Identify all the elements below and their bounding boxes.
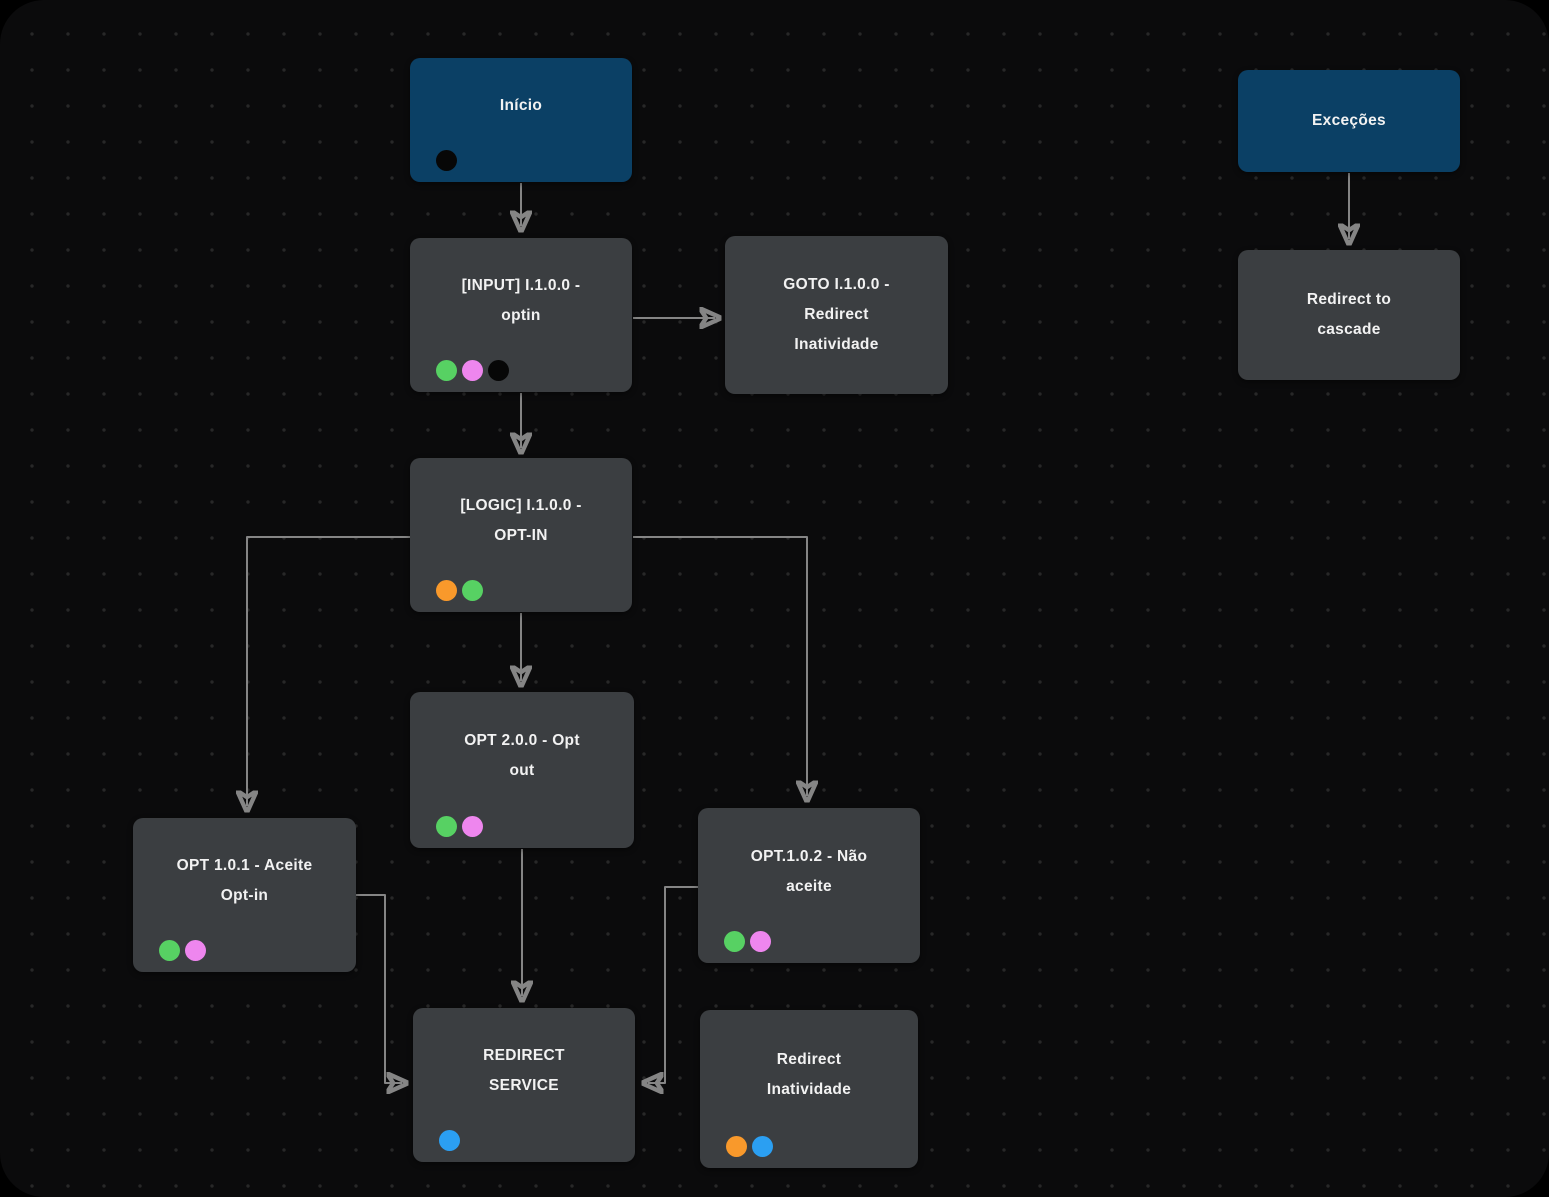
node-redirect-to-cascade[interactable]: Redirect to cascade <box>1238 250 1460 380</box>
blue-port-dot[interactable] <box>439 1130 460 1151</box>
node-logic-label: [LOGIC] I.1.0.0 - OPT-IN <box>460 497 582 544</box>
node-redirect-service-label: REDIRECT SERVICE <box>483 1047 565 1094</box>
node-redirect-inatividade[interactable]: Redirect Inatividade <box>700 1010 918 1168</box>
pink-port-dot[interactable] <box>462 816 483 837</box>
pink-port-dot[interactable] <box>750 931 771 952</box>
node-inicio-ports <box>436 150 457 171</box>
node-opt102-label: OPT.1.0.2 - Não aceite <box>750 847 868 895</box>
node-opt-102-nao-aceite[interactable]: OPT.1.0.2 - Não aceite <box>698 808 920 963</box>
node-inicio[interactable]: Início <box>410 58 632 182</box>
node-inicio-label: Início <box>499 97 543 114</box>
node-redirect-inatividade-ports <box>726 1136 773 1157</box>
node-excecoes-label: Exceções <box>1312 112 1386 129</box>
green-port-dot[interactable] <box>724 931 745 952</box>
edge-logic-to-opt102 <box>633 536 807 796</box>
edge-opt102-to-redirect-service <box>648 886 698 1083</box>
blue-port-dot[interactable] <box>752 1136 773 1157</box>
black-port-dot[interactable] <box>436 150 457 171</box>
node-redirect-service[interactable]: REDIRECT SERVICE <box>413 1008 635 1162</box>
pink-port-dot[interactable] <box>462 360 483 381</box>
green-port-dot[interactable] <box>159 940 180 961</box>
node-opt200-ports <box>436 816 483 837</box>
node-redirect-service-ports <box>439 1130 460 1151</box>
node-opt101-label: OPT 1.0.1 - Aceite Opt-in <box>176 857 313 904</box>
edge-opt101-to-redirect-service <box>356 894 402 1083</box>
green-port-dot[interactable] <box>436 360 457 381</box>
node-logic-ports <box>436 580 483 601</box>
node-opt101-ports <box>159 940 206 961</box>
orange-port-dot[interactable] <box>436 580 457 601</box>
node-opt200-label: OPT 2.0.0 - Opt out <box>464 732 580 779</box>
edge-logic-to-opt101 <box>247 536 410 806</box>
node-opt102-ports <box>724 931 771 952</box>
node-input-i100-optin[interactable]: [INPUT] I.1.0.0 - optin <box>410 238 632 392</box>
node-opt-200-opt-out[interactable]: OPT 2.0.0 - Opt out <box>410 692 634 848</box>
green-port-dot[interactable] <box>436 816 457 837</box>
node-opt-101-aceite-opt-in[interactable]: OPT 1.0.1 - Aceite Opt-in <box>133 818 356 972</box>
node-logic-i100-opt-in[interactable]: [LOGIC] I.1.0.0 - OPT-IN <box>410 458 632 612</box>
node-input-label: [INPUT] I.1.0.0 - optin <box>461 277 581 324</box>
node-redirect-inatividade-label: Redirect Inatividade <box>766 1051 852 1098</box>
node-goto-label: GOTO I.1.0.0 - Redirect Inatividade <box>783 276 890 353</box>
node-goto-i100-redirect[interactable]: GOTO I.1.0.0 - Redirect Inatividade <box>725 236 948 394</box>
node-redirect-to-cascade-label: Redirect to cascade <box>1306 291 1392 338</box>
pink-port-dot[interactable] <box>185 940 206 961</box>
green-port-dot[interactable] <box>462 580 483 601</box>
black-port-dot[interactable] <box>488 360 509 381</box>
node-excecoes[interactable]: Exceções <box>1238 70 1460 172</box>
node-input-ports <box>436 360 509 381</box>
orange-port-dot[interactable] <box>726 1136 747 1157</box>
